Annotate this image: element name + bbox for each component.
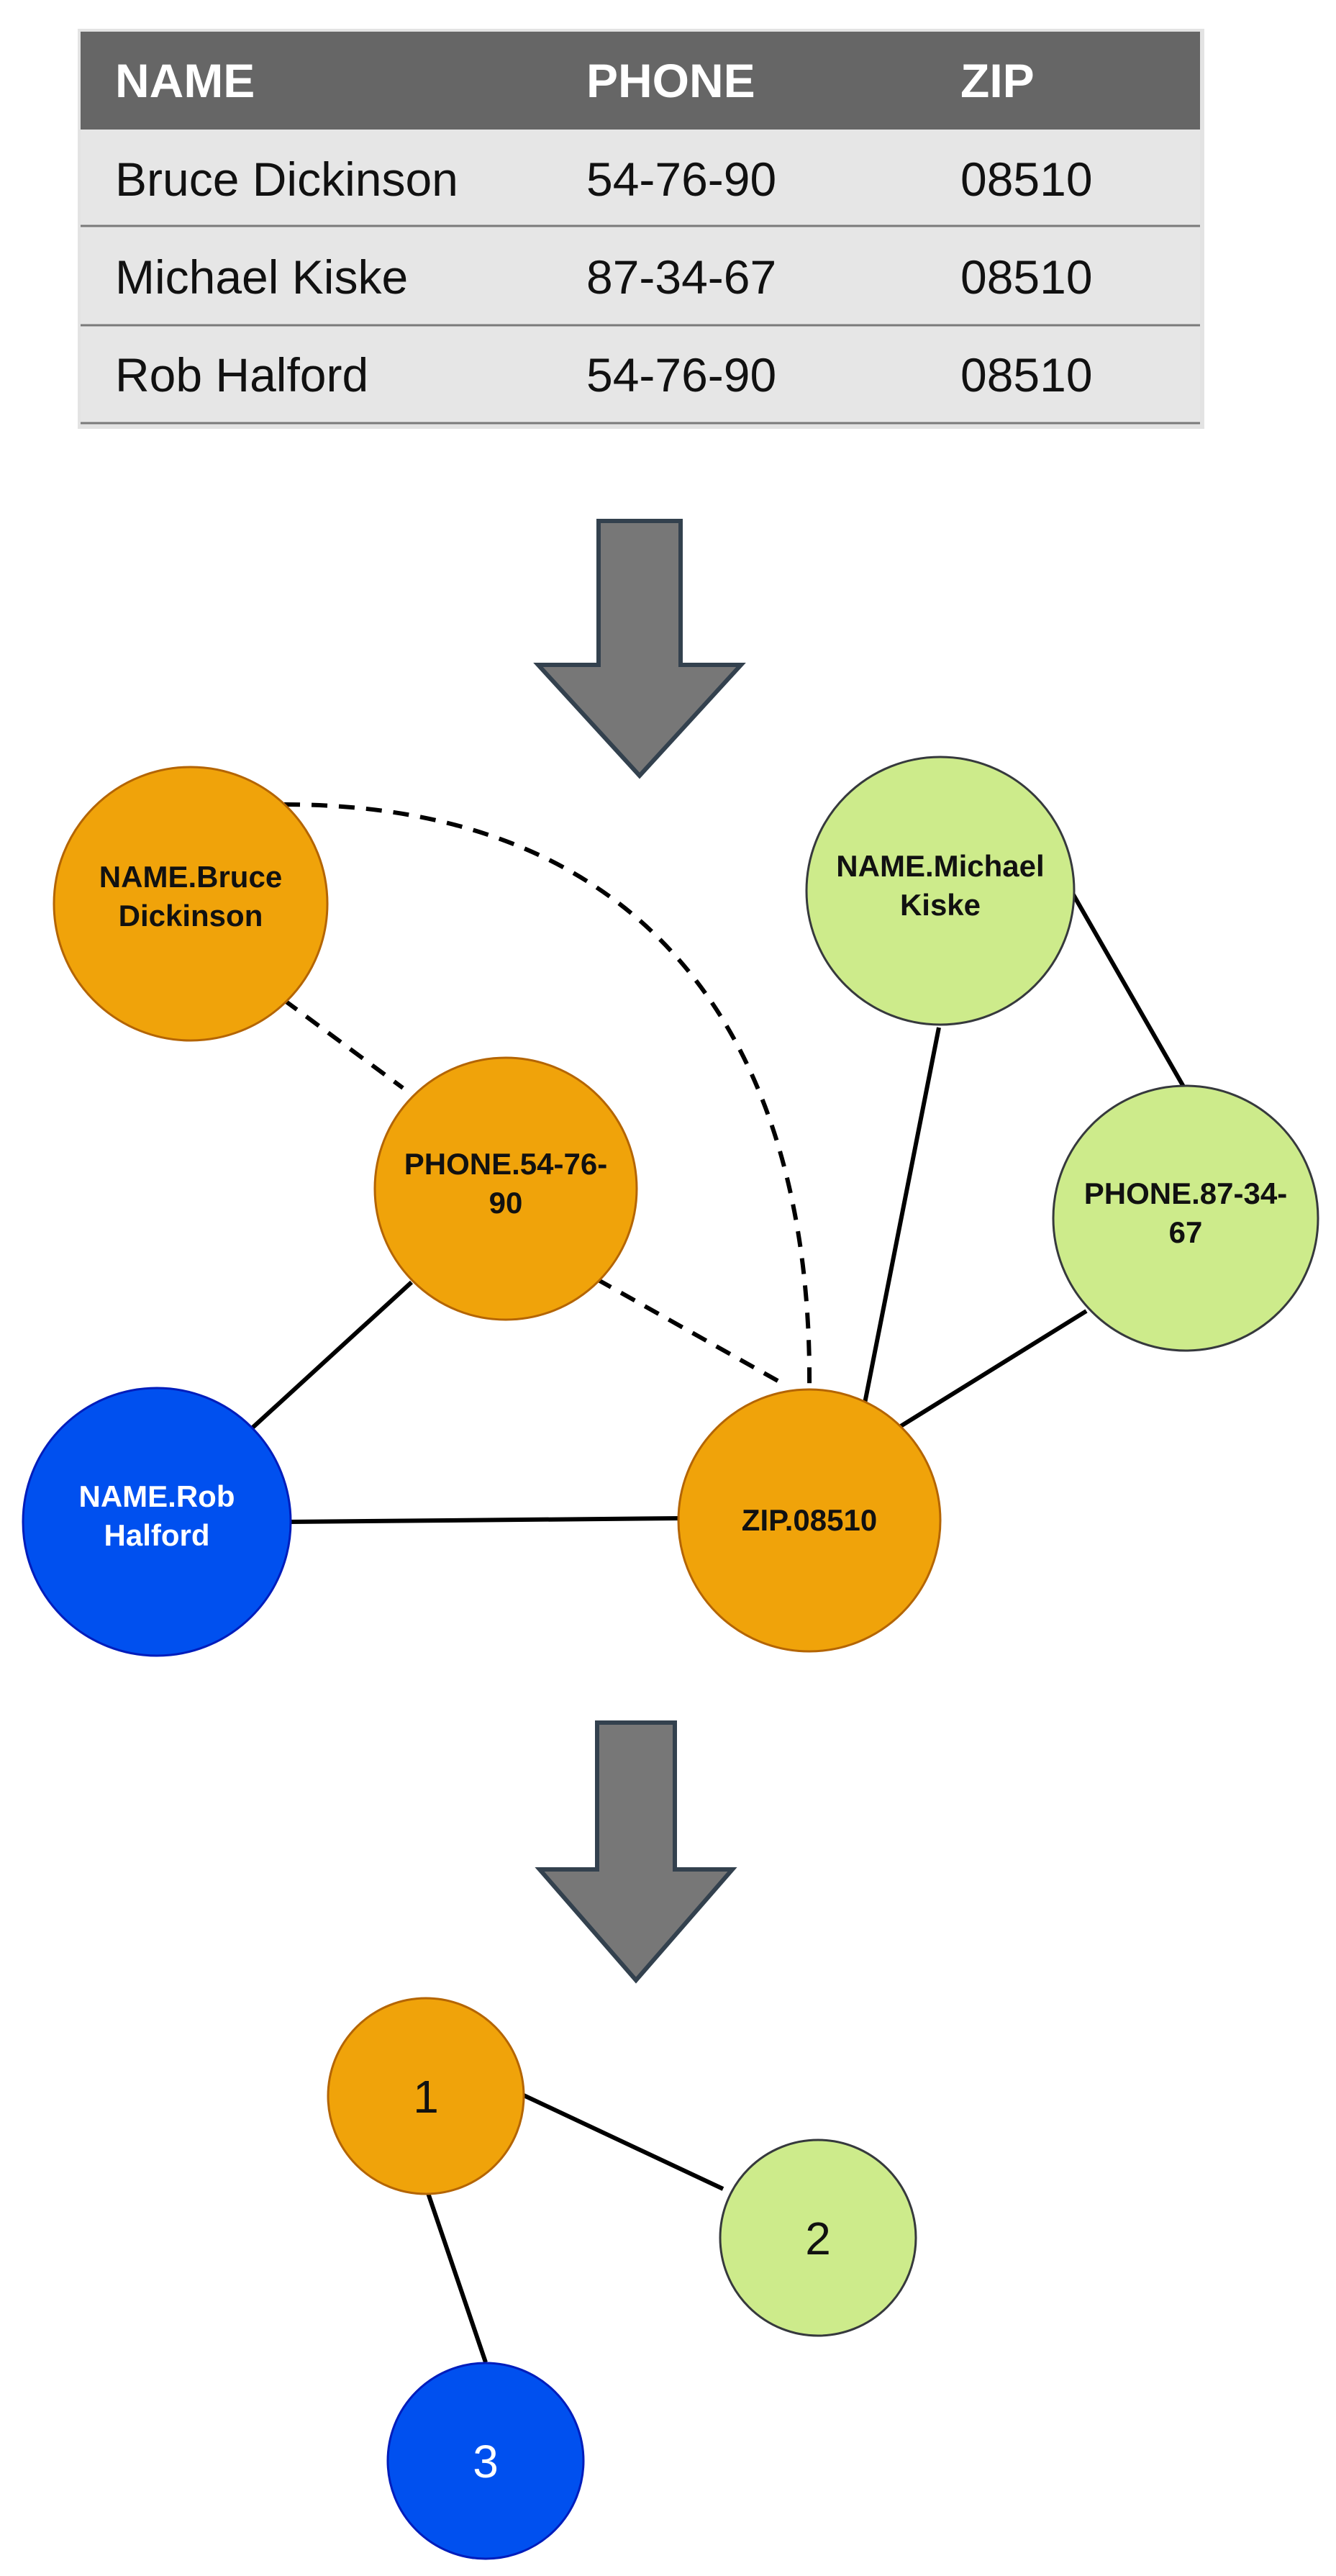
node-label: Dickinson bbox=[119, 899, 263, 933]
cluster-node[interactable]: 1 bbox=[327, 1997, 525, 2195]
node-label: NAME.Bruce bbox=[99, 860, 282, 894]
edge-c1-c3 bbox=[426, 2192, 488, 2363]
down-arrow-icon bbox=[535, 1720, 737, 1984]
header-phone: PHONE bbox=[586, 54, 755, 107]
header-name: NAME bbox=[115, 54, 255, 107]
contact-table: NAME PHONE ZIP Bruce Dickinson 54-76-90 … bbox=[78, 29, 1204, 429]
edge-phone-zip bbox=[596, 1277, 786, 1387]
graph-node[interactable]: NAME.Michael Kiske bbox=[805, 756, 1076, 1026]
edge-phone8734-zip bbox=[899, 1309, 1088, 1428]
cell-zip: 08510 bbox=[960, 348, 1093, 402]
node-circle bbox=[1052, 1084, 1319, 1352]
cell-phone: 54-76-90 bbox=[586, 348, 776, 402]
cell-phone: 87-34-67 bbox=[586, 250, 776, 304]
node-label: PHONE.87-34- bbox=[1084, 1176, 1287, 1210]
node-circle bbox=[373, 1056, 638, 1321]
entity-graph: NAME.Bruce Dickinson PHONE.54-76- 90 NAM… bbox=[22, 756, 1319, 1657]
cell-zip: 08510 bbox=[960, 153, 1093, 206]
cluster-edges bbox=[426, 2093, 724, 2363]
node-label: 2 bbox=[805, 2213, 831, 2264]
header-zip: ZIP bbox=[960, 54, 1035, 107]
node-circle bbox=[327, 1997, 525, 2195]
graph-node[interactable]: ZIP.08510 bbox=[677, 1388, 942, 1653]
cell-phone: 54-76-90 bbox=[586, 153, 776, 206]
graph-node[interactable]: NAME.Bruce Dickinson bbox=[53, 766, 329, 1042]
graph-node[interactable]: NAME.Rob Halford bbox=[22, 1387, 292, 1657]
graph-node[interactable]: PHONE.87-34- 67 bbox=[1052, 1084, 1319, 1352]
node-label: ZIP.08510 bbox=[742, 1503, 877, 1537]
node-label: NAME.Rob bbox=[79, 1479, 235, 1513]
node-label: Kiske bbox=[900, 888, 981, 922]
table-header-bg bbox=[81, 32, 1200, 130]
cell-zip: 08510 bbox=[960, 250, 1093, 304]
graph-edges bbox=[250, 802, 1186, 1524]
node-label: Halford bbox=[104, 1518, 210, 1552]
node-circle bbox=[719, 2139, 917, 2337]
node-label: 1 bbox=[413, 2071, 439, 2123]
cluster-graph: 1 2 3 bbox=[327, 1997, 917, 2560]
edge-phone-rob bbox=[250, 1280, 414, 1430]
graph-node[interactable]: PHONE.54-76- 90 bbox=[373, 1056, 638, 1321]
node-label: 90 bbox=[489, 1186, 523, 1220]
edge-rob-zip bbox=[288, 1516, 681, 1524]
cell-name: Rob Halford bbox=[115, 348, 368, 402]
node-circle bbox=[677, 1388, 942, 1653]
edge-michael-zip bbox=[863, 1027, 941, 1404]
cell-name: Michael Kiske bbox=[115, 250, 408, 304]
node-circle bbox=[22, 1387, 292, 1657]
node-circle bbox=[805, 756, 1076, 1026]
cluster-node[interactable]: 3 bbox=[386, 2362, 585, 2560]
cell-name: Bruce Dickinson bbox=[115, 153, 458, 206]
edge-c1-c2 bbox=[522, 2093, 724, 2191]
node-label: 3 bbox=[473, 2436, 499, 2487]
node-label: PHONE.54-76- bbox=[404, 1147, 607, 1181]
edge-michael-phone bbox=[1070, 891, 1186, 1088]
node-label: NAME.Michael bbox=[836, 849, 1044, 883]
node-circle bbox=[386, 2362, 585, 2560]
down-arrow-icon bbox=[533, 519, 746, 779]
edge-bruce-phone bbox=[283, 998, 404, 1090]
table-row-bg bbox=[81, 130, 1200, 423]
node-circle bbox=[53, 766, 329, 1042]
cluster-node[interactable]: 2 bbox=[719, 2139, 917, 2337]
node-label: 67 bbox=[1169, 1215, 1203, 1249]
